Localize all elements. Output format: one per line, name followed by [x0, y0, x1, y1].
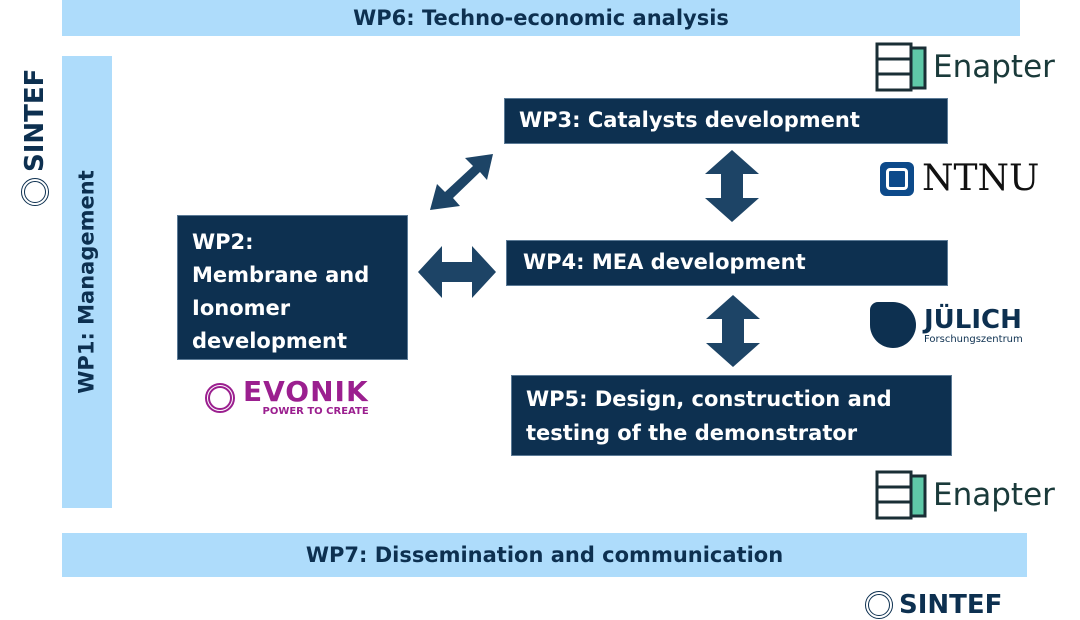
- horizontal-double-arrow-icon: [418, 246, 496, 298]
- vertical-double-arrow-icon: [705, 150, 759, 222]
- wp6-box: WP6: Techno-economic analysis: [62, 0, 1020, 36]
- wp7-box: WP7: Dissemination and communication: [62, 533, 1027, 577]
- julich-logo: JÜLICH Forschungszentrum: [870, 302, 1023, 348]
- wp5-line: WP5: Design, construction and: [526, 387, 892, 411]
- wp4-box: WP4: MEA development: [506, 240, 948, 286]
- enapter-cube-icon: [875, 42, 927, 92]
- wp1-box: WP1: Management: [62, 56, 112, 508]
- wp3-box: WP3: Catalysts development: [504, 98, 948, 144]
- wp5-box: WP5: Design, construction and testing of…: [511, 375, 952, 456]
- vertical-double-arrow-icon: [706, 295, 760, 367]
- wp4-label: WP4: MEA development: [523, 250, 806, 274]
- wp6-label: WP6: Techno-economic analysis: [353, 6, 729, 30]
- evonik-logo: EVONIK POWER TO CREATE: [205, 378, 369, 417]
- sintef-swirl-icon: [21, 178, 49, 206]
- diagonal-double-arrow-icon: [430, 154, 493, 210]
- evonik-e-icon: [205, 382, 235, 413]
- wp1-label: WP1: Management: [75, 170, 100, 394]
- wp2-line: development: [192, 329, 347, 353]
- wp5-line: testing of the demonstrator: [526, 421, 858, 445]
- julich-drop-icon: [870, 302, 916, 348]
- enapter-logo: Enapter: [875, 42, 1055, 92]
- wp2-line: WP2:: [192, 230, 254, 254]
- sintef-logo: SINTEF: [865, 590, 1002, 620]
- ntnu-logo: NTNU: [880, 158, 1039, 199]
- wp7-label: WP7: Dissemination and communication: [305, 543, 784, 567]
- enapter-cube-icon: [875, 470, 927, 520]
- wp2-line: Membrane and: [192, 263, 370, 287]
- wp3-label: WP3: Catalysts development: [519, 108, 860, 132]
- sintef-logo-vertical: SINTEF: [14, 60, 56, 206]
- enapter-logo: Enapter: [875, 470, 1055, 520]
- ntnu-square-icon: [880, 161, 914, 196]
- wp2-box: WP2: Membrane and Ionomer development: [177, 215, 408, 360]
- wp2-line: Ionomer: [192, 296, 291, 320]
- sintef-swirl-icon: [865, 591, 893, 619]
